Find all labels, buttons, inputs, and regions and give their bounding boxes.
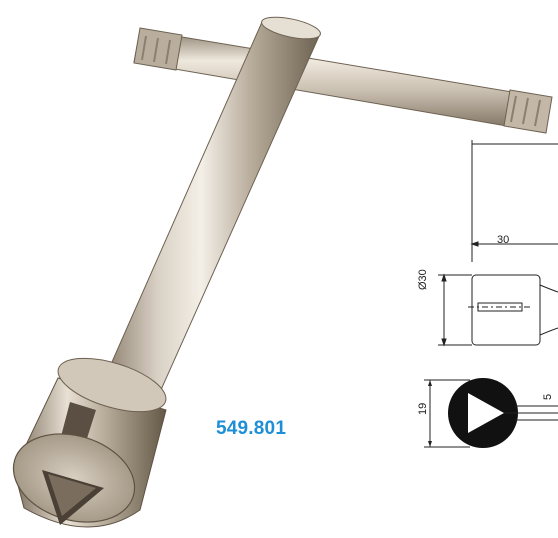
section-view-drawing [424, 378, 558, 448]
t-handle-tap-wrench-icon [12, 16, 553, 528]
product-code: 549.801 [216, 418, 287, 439]
dimension-height-label: 19 [417, 402, 429, 415]
side-view-drawing [438, 140, 558, 347]
dimension-slot-label: 5 [542, 393, 554, 400]
dimension-diameter-label: Ø30 [417, 269, 429, 290]
socket-body-outline [471, 274, 541, 346]
dimension-length-label: 30 [497, 234, 510, 246]
